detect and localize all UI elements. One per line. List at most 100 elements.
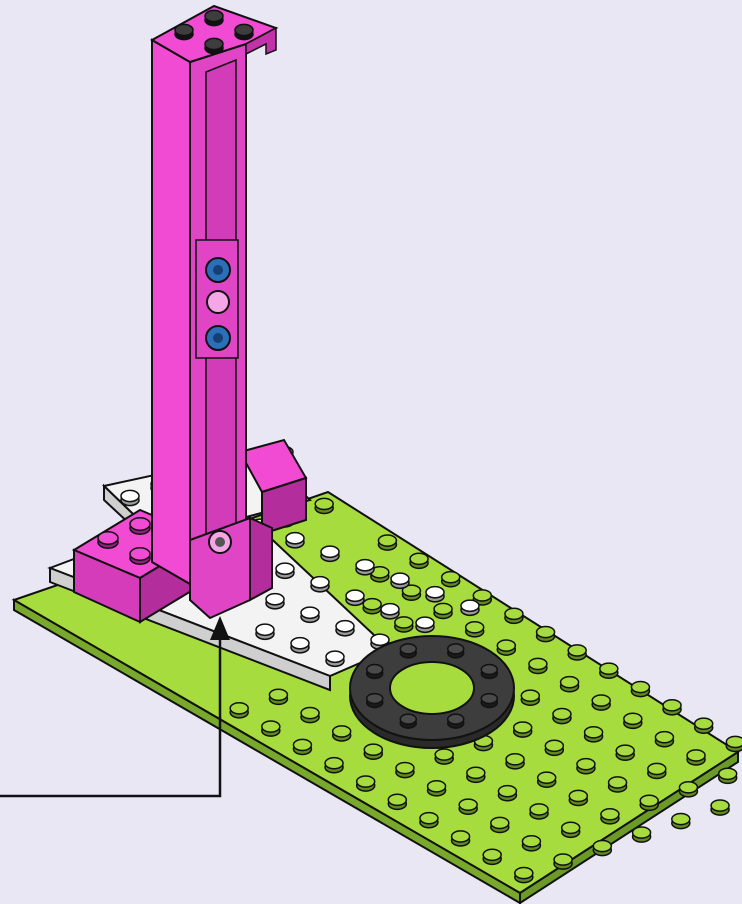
stud bbox=[364, 744, 382, 759]
stud bbox=[256, 624, 274, 639]
stud bbox=[483, 849, 501, 864]
stud bbox=[498, 786, 516, 801]
stud bbox=[530, 804, 548, 819]
stud bbox=[538, 772, 556, 787]
stud bbox=[461, 600, 479, 615]
stud bbox=[205, 38, 223, 53]
stud bbox=[175, 24, 193, 39]
stud bbox=[640, 795, 658, 810]
stud bbox=[356, 560, 374, 575]
stud bbox=[711, 800, 729, 815]
stud bbox=[130, 548, 150, 564]
stud bbox=[121, 490, 139, 505]
stud bbox=[522, 836, 540, 851]
stud bbox=[396, 762, 414, 777]
stud bbox=[481, 664, 497, 678]
stud bbox=[235, 24, 253, 39]
pin-hole-middle bbox=[207, 291, 229, 313]
stud bbox=[568, 645, 586, 660]
round-plate bbox=[350, 636, 514, 748]
stud bbox=[262, 721, 280, 736]
stud bbox=[357, 776, 375, 791]
pink-column bbox=[152, 6, 276, 618]
stud bbox=[346, 590, 364, 605]
stud bbox=[448, 714, 464, 728]
stud bbox=[577, 759, 595, 774]
stud bbox=[325, 758, 343, 773]
blue-pin-lower bbox=[206, 326, 230, 350]
stud bbox=[367, 694, 383, 708]
stud bbox=[466, 622, 484, 637]
stud bbox=[467, 767, 485, 782]
stud bbox=[400, 714, 416, 728]
stud bbox=[506, 754, 524, 769]
stud bbox=[388, 794, 406, 809]
stud bbox=[593, 841, 611, 856]
stud bbox=[391, 573, 409, 588]
stud bbox=[426, 587, 444, 602]
stud bbox=[269, 689, 287, 704]
stud bbox=[286, 533, 304, 548]
stud bbox=[98, 532, 118, 548]
stud bbox=[311, 577, 329, 592]
stud bbox=[378, 535, 396, 550]
stud bbox=[448, 644, 464, 658]
column-left-face bbox=[152, 40, 190, 584]
stud bbox=[363, 599, 381, 614]
stud bbox=[592, 695, 610, 710]
stud bbox=[545, 740, 563, 755]
stud bbox=[130, 518, 150, 534]
stud bbox=[515, 868, 533, 883]
stud bbox=[600, 663, 618, 678]
round-plate-hole bbox=[390, 662, 474, 714]
stud bbox=[230, 703, 248, 718]
stud bbox=[554, 854, 572, 869]
stud bbox=[672, 814, 690, 829]
blue-pin-upper bbox=[206, 258, 230, 282]
stud bbox=[326, 651, 344, 666]
stud bbox=[633, 827, 651, 842]
stud bbox=[452, 831, 470, 846]
stud bbox=[505, 608, 523, 623]
stud bbox=[420, 813, 438, 828]
stud bbox=[585, 727, 603, 742]
stud bbox=[428, 781, 446, 796]
stud bbox=[529, 658, 547, 673]
stud bbox=[601, 809, 619, 824]
stud bbox=[459, 799, 477, 814]
stud bbox=[291, 638, 309, 653]
stud bbox=[616, 745, 634, 760]
stud bbox=[561, 677, 579, 692]
stud bbox=[400, 644, 416, 658]
stud bbox=[416, 617, 434, 632]
stud bbox=[301, 708, 319, 723]
column-base-side bbox=[250, 518, 272, 600]
stud bbox=[293, 739, 311, 754]
stud bbox=[695, 718, 713, 733]
stud bbox=[410, 553, 428, 568]
base-pin-hole bbox=[209, 531, 231, 553]
stud bbox=[631, 681, 649, 696]
stud bbox=[205, 10, 223, 25]
stud bbox=[537, 627, 555, 642]
stud bbox=[381, 604, 399, 619]
stud bbox=[569, 790, 587, 805]
stud bbox=[663, 700, 681, 715]
stud bbox=[609, 777, 627, 792]
stud bbox=[562, 822, 580, 837]
stud bbox=[301, 607, 319, 622]
stud bbox=[315, 498, 333, 513]
stud bbox=[434, 603, 452, 618]
stud bbox=[266, 594, 284, 609]
stud bbox=[435, 749, 453, 764]
stud bbox=[648, 763, 666, 778]
stud bbox=[679, 782, 697, 797]
stud bbox=[481, 694, 497, 708]
stud bbox=[333, 726, 351, 741]
stud bbox=[514, 722, 532, 737]
stud bbox=[719, 768, 737, 783]
stud bbox=[336, 621, 354, 636]
stud bbox=[726, 736, 742, 751]
stud bbox=[276, 563, 294, 578]
